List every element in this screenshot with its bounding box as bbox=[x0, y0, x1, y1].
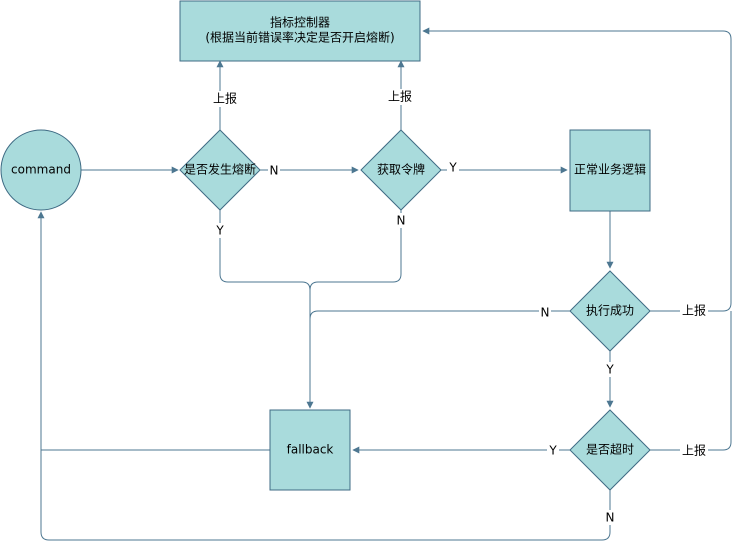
normal-logic-label: 正常业务逻辑 bbox=[574, 162, 646, 177]
metrics-controller-node bbox=[179, 0, 421, 62]
label-bg bbox=[395, 213, 407, 228]
label-bg bbox=[268, 163, 280, 178]
label-success-yes: Y bbox=[605, 363, 614, 377]
label-bg bbox=[680, 303, 708, 319]
timeout-check-label: 是否超时 bbox=[586, 442, 634, 457]
label-bg bbox=[447, 160, 459, 175]
command-node bbox=[0, 129, 82, 211]
label-token-yes: Y bbox=[448, 161, 457, 175]
label-circuit-report: 上报 bbox=[213, 91, 237, 106]
acquire-token-node bbox=[360, 129, 442, 211]
label-bg bbox=[680, 442, 708, 458]
exec-success-node bbox=[569, 270, 651, 352]
label-bg bbox=[539, 305, 551, 320]
exec-success-label: 执行成功 bbox=[586, 304, 634, 318]
metrics-controller-subtitle: (根据当前错误率决定是否开启熔断) bbox=[205, 30, 394, 45]
edge-token-no bbox=[309, 210, 402, 291]
fallback-node bbox=[269, 409, 351, 491]
label-bg bbox=[604, 510, 616, 525]
label-bg bbox=[388, 89, 414, 105]
label-circuit-no: N bbox=[270, 164, 279, 178]
label-success-report: 上报 bbox=[682, 303, 706, 318]
circuit-check-node bbox=[179, 129, 261, 211]
label-token-no: N bbox=[397, 214, 406, 228]
label-bg bbox=[209, 91, 233, 107]
edge-timeout-report bbox=[650, 311, 732, 451]
acquire-token-label: 获取令牌 bbox=[377, 162, 425, 177]
normal-logic-node bbox=[569, 129, 651, 212]
fallback-label: fallback bbox=[287, 443, 334, 457]
edge-circuit-yes bbox=[219, 210, 314, 409]
edge-fallback-to-command bbox=[37, 211, 270, 451]
command-label: command bbox=[11, 163, 71, 177]
edge-timeout-no bbox=[40, 450, 611, 541]
label-circuit-yes: Y bbox=[215, 224, 224, 238]
label-bg bbox=[604, 362, 616, 377]
circuit-check-label: 是否发生熔断 bbox=[184, 162, 256, 177]
edge-success-report bbox=[422, 27, 732, 312]
label-timeout-no: N bbox=[606, 511, 615, 525]
label-timeout-report: 上报 bbox=[682, 443, 706, 458]
metrics-controller-title: 指标控制器 bbox=[270, 15, 330, 30]
timeout-check-node bbox=[569, 409, 651, 491]
label-bg bbox=[214, 223, 226, 238]
label-timeout-yes: Y bbox=[548, 444, 557, 458]
label-token-report: 上报 bbox=[388, 89, 412, 104]
edge-success-no bbox=[309, 310, 570, 320]
label-bg bbox=[547, 443, 559, 458]
label-success-no: N bbox=[541, 306, 550, 320]
